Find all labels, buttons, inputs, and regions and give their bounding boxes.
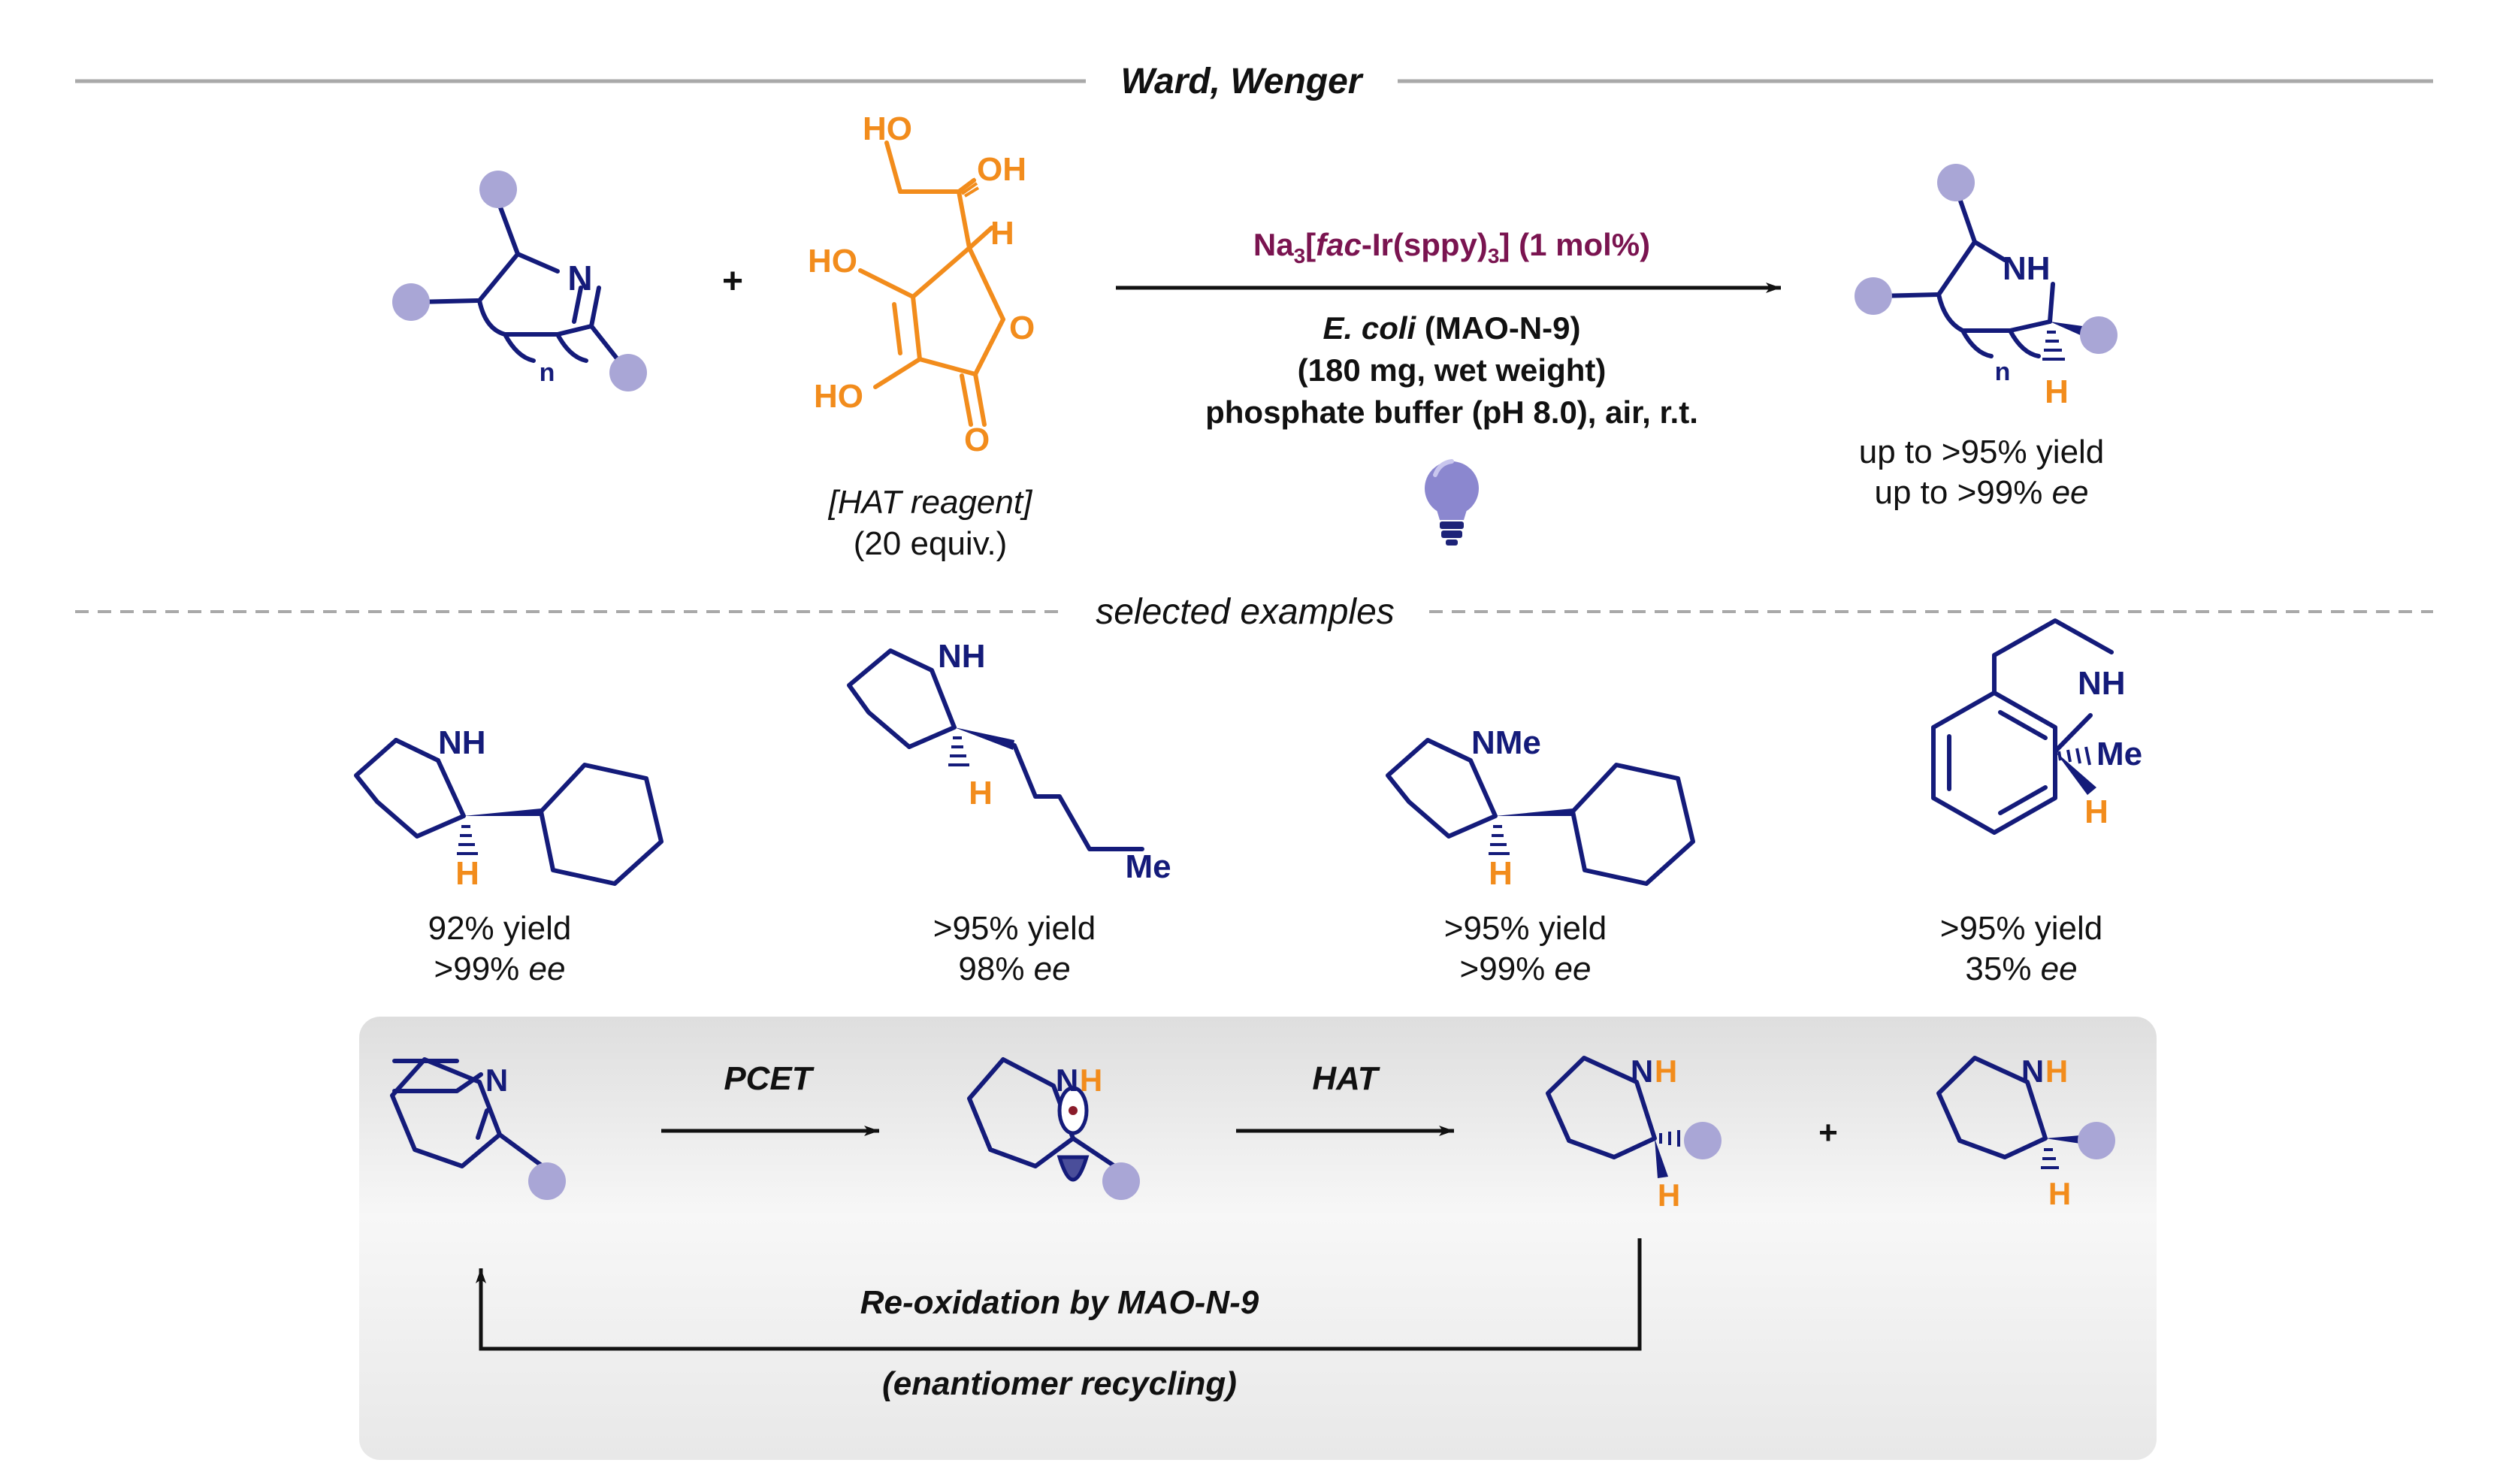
- ex3-yield: >95% yield: [1444, 910, 1607, 947]
- hat-reagent-structure: [858, 141, 1005, 427]
- ex3-amine: NMe: [1471, 724, 1541, 761]
- substrate-ring-closure: [503, 332, 588, 363]
- product-NH: NH: [2003, 250, 2051, 287]
- mech-plus: +: [1818, 1114, 1838, 1151]
- plus-sign: +: [722, 261, 743, 301]
- header: Ward, Wenger: [75, 62, 2433, 101]
- prod2-H-amine: H: [2045, 1053, 2068, 1089]
- prod1-H-stereo: H: [1658, 1177, 1680, 1213]
- ex1-yield: 92% yield: [428, 910, 572, 947]
- ex2-yield: >95% yield: [933, 910, 1096, 947]
- ex2-amine: NH: [938, 638, 986, 675]
- substituent-dot: [1855, 277, 1892, 315]
- hat-reagent-equiv: (20 equiv.): [854, 525, 1008, 562]
- prod2-N: N: [2021, 1053, 2044, 1089]
- substituent-dot: [609, 354, 647, 391]
- label-HO-mid: HO: [808, 243, 857, 280]
- ex2-H: H: [969, 775, 993, 812]
- ex3-H: H: [1489, 855, 1513, 892]
- ex1-amine: NH: [438, 724, 486, 761]
- ex2-Me: Me: [1125, 848, 1171, 885]
- selected-examples-divider: selected examples: [75, 592, 2433, 632]
- prod1-H-amine: H: [1655, 1053, 1677, 1089]
- recycle-note: (enantiomer recycling): [882, 1365, 1237, 1402]
- page-title: Ward, Wenger: [1121, 62, 1364, 101]
- mechanism-panel: [359, 1017, 2157, 1460]
- ex4-yield: >95% yield: [1940, 910, 2102, 947]
- product-ring-n: n: [1995, 358, 2011, 386]
- radical-N: N: [1056, 1062, 1078, 1098]
- mech-imine-N: N: [485, 1062, 508, 1098]
- ex1-H: H: [455, 855, 479, 892]
- ex4-H: H: [2084, 793, 2108, 830]
- label-HO-top: HO: [863, 110, 912, 147]
- product-ee: up to >99% ee: [1874, 474, 2088, 511]
- prod2-H-stereo: H: [2048, 1176, 2071, 1211]
- ex3-ee: >99% ee: [1460, 951, 1592, 987]
- ring-size-n: n: [540, 358, 555, 387]
- recycle-loop-arrow: [476, 1238, 1642, 1351]
- product-stereo: NH n H: [1855, 164, 2118, 410]
- imine-nitrogen: N: [567, 258, 592, 298]
- label-HO-bottom: HO: [814, 378, 863, 415]
- hat-reagent-labels: HO OH H HO O HO O: [808, 110, 1035, 458]
- substituent-dot: [1102, 1162, 1140, 1200]
- catalyst-label: Na3[fac-Ir(sppy)3] (1 mol%): [1253, 227, 1650, 267]
- radical-H: H: [1080, 1062, 1102, 1098]
- substrate-imine: [413, 199, 630, 375]
- label-O-carbonyl: O: [964, 422, 990, 458]
- pcet-label: PCET: [724, 1060, 814, 1097]
- label-OH-top: OH: [977, 151, 1026, 188]
- label-H: H: [990, 215, 1014, 252]
- substituent-dot: [392, 283, 430, 321]
- section-label: selected examples: [1096, 592, 1395, 632]
- substituent-dot: [2080, 316, 2118, 354]
- substituent-dot: [1684, 1122, 1722, 1159]
- ex4-Me: Me: [2096, 736, 2142, 772]
- substituent-dot: [2078, 1122, 2115, 1159]
- prod1-N: N: [1631, 1053, 1653, 1089]
- lightbulb-icon: [1425, 459, 1479, 546]
- hat-reagent-label: [HAT reagent]: [828, 484, 1033, 521]
- condition-biocatalyst: E. coli (MAO-N-9): [1323, 310, 1581, 346]
- ex4-ee: 35% ee: [1965, 951, 2077, 987]
- ex2-ee: 98% ee: [958, 951, 1070, 987]
- substituent-dot: [528, 1162, 566, 1200]
- condition-buffer: phosphate buffer (pH 8.0), air, r.t.: [1205, 394, 1698, 430]
- hat-reagent-wedge: [957, 177, 980, 198]
- example-2: NH H Me >95% yield 98% ee: [847, 638, 1171, 987]
- mechanism-imine: N: [390, 1057, 566, 1200]
- substituent-dot: [1937, 164, 1975, 201]
- example-1: NH H 92% yield >99% ee: [354, 724, 664, 987]
- mechanism-product-2: N H H: [1936, 1053, 2115, 1211]
- mechanism-product-1: N H H: [1546, 1053, 1722, 1213]
- condition-loading: (180 mg, wet weight): [1298, 352, 1607, 388]
- label-O-ring: O: [1009, 310, 1035, 346]
- ex4-amine: NH: [2078, 665, 2126, 702]
- hat-label: HAT: [1312, 1060, 1380, 1097]
- product-H: H: [2045, 373, 2069, 410]
- substituent-dot: [479, 171, 517, 208]
- ex1-ee: >99% ee: [434, 951, 566, 987]
- example-3: NMe H >95% yield >99% ee: [1386, 724, 1695, 987]
- substrate-substituents: N n: [392, 171, 647, 391]
- mechanism-radical: N H: [967, 1057, 1140, 1200]
- recycle-label: Re-oxidation by MAO-N-9: [860, 1284, 1259, 1321]
- product-yield: up to >95% yield: [1859, 434, 2105, 470]
- example-4: NH Me H >95% yield 35% ee: [1931, 618, 2142, 987]
